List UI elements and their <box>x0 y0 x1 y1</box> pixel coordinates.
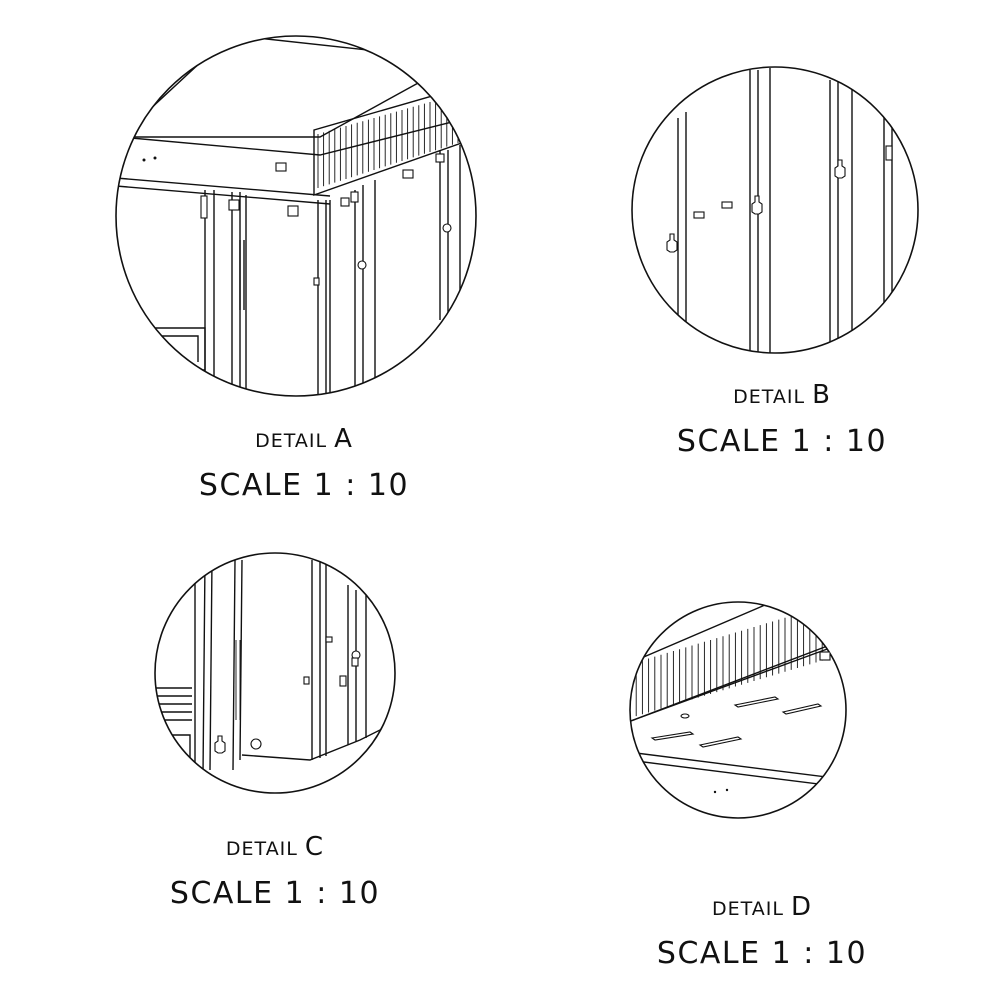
detail-d-prefix: DETAIL <box>711 898 784 920</box>
detail-d-title: DETAIL D <box>612 892 912 922</box>
detail-c-letter: C <box>304 832 325 862</box>
detail-b-scale: SCALE 1 : 10 <box>676 424 888 459</box>
detail-a-prefix: DETAIL <box>255 430 328 452</box>
detail-d-scale: SCALE 1 : 10 <box>656 936 868 971</box>
detail-b-title: DETAIL B <box>632 380 932 410</box>
detail-a-title: DETAIL A <box>154 424 454 454</box>
detail-c-title: DETAIL C <box>125 832 425 862</box>
detail-b-letter: B <box>812 380 831 410</box>
detail-a-scale: SCALE 1 : 10 <box>198 468 410 503</box>
detail-b-prefix: DETAIL <box>733 386 806 408</box>
detail-a-letter: A <box>334 424 353 454</box>
detail-d-letter: D <box>790 892 813 922</box>
detail-c-scale: SCALE 1 : 10 <box>169 876 381 911</box>
detail-c-prefix: DETAIL <box>225 838 298 860</box>
